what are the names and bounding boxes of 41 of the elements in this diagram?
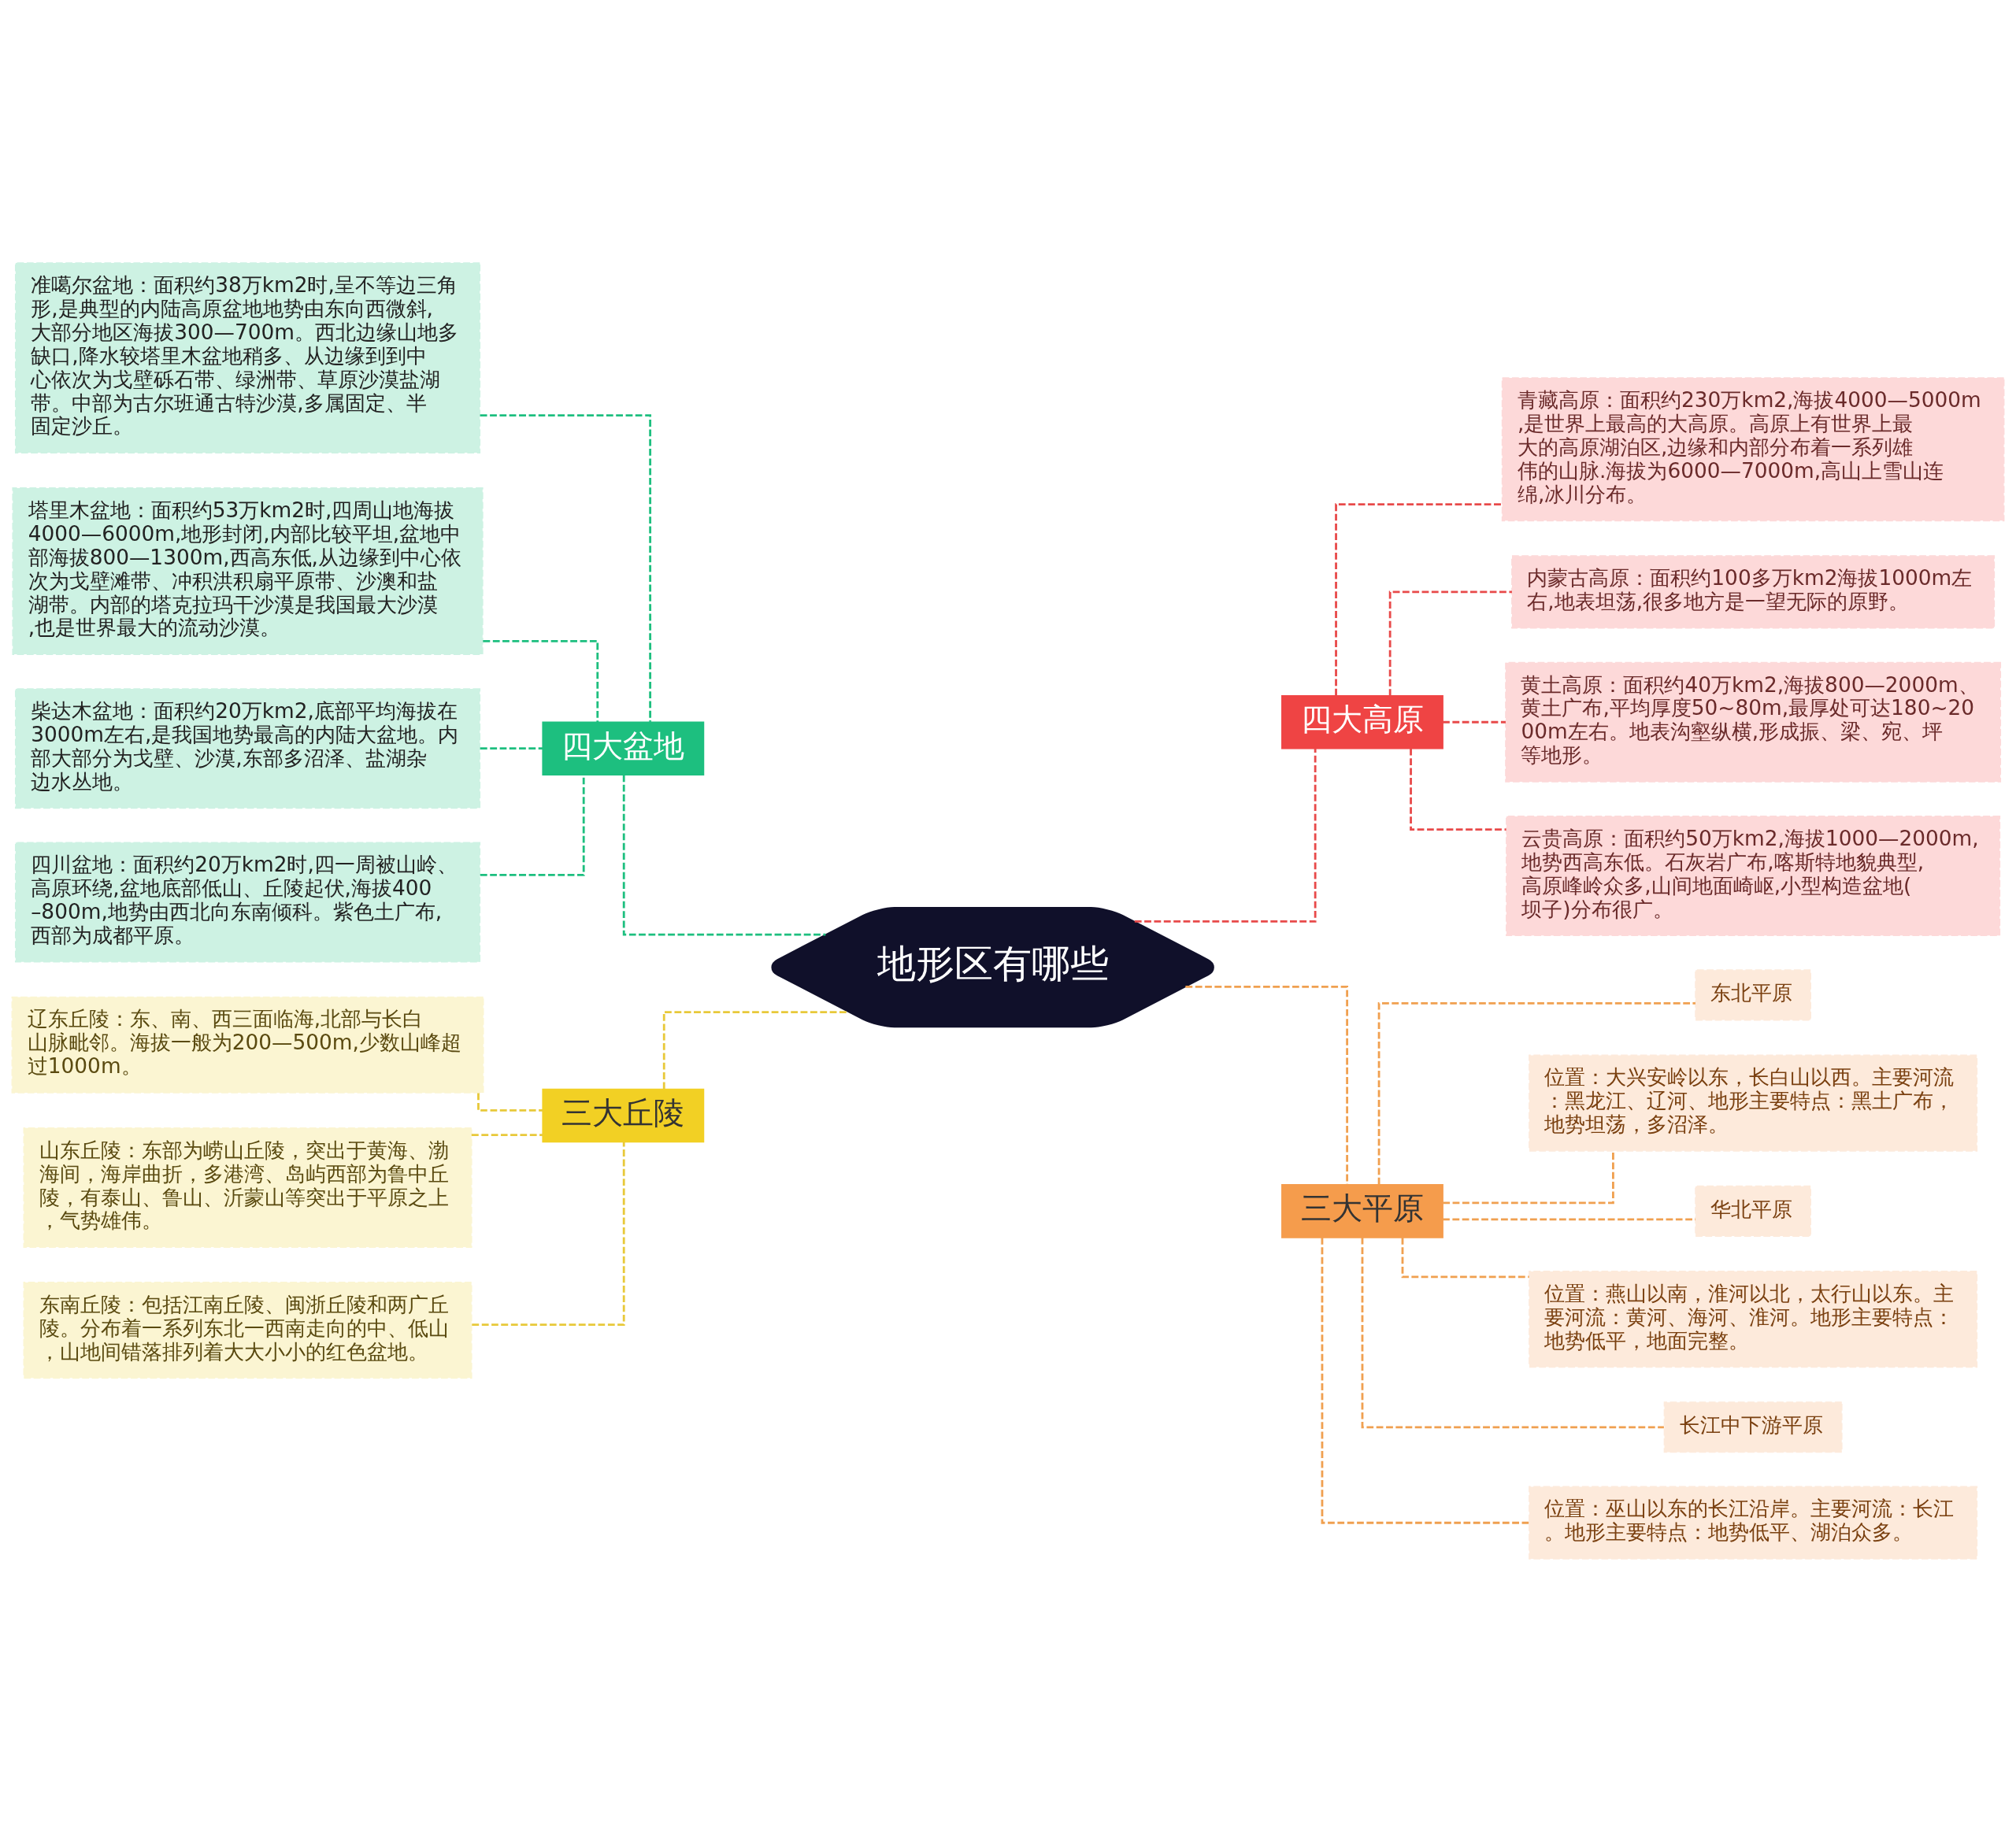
connector — [1377, 1001, 1695, 1184]
node-box: 位置：燕山以南，淮河以北，太行山以东。主要河流：黄河、海河、淮河。地形主要特点：地势低平，地面完整。 — [1529, 1270, 1978, 1368]
node-box: 位置：大兴安岭以东，长白山以西。主要河流：黑龙江、辽河、地形主要特点：黑土广布，地势坦荡，多沼泽。 — [1529, 1054, 1978, 1152]
connector — [480, 413, 652, 722]
node-box: 四川盆地：面积约20万km2时,四一周被山岭、高原环绕,盆地底部低山、丘陵起伏,海拔400–800m,地势由西北向东南倾科。紫色土广布,西部为成都平原。 — [14, 841, 481, 963]
node-box: 内蒙古高原：面积约100多万km2海拔1000m左右,地表坦荡,很多地方是一望无际的原野。 — [1511, 554, 1996, 628]
connector — [622, 775, 826, 935]
node-ellipse: 地形区有哪些 — [771, 906, 1214, 1027]
node-box: 四大高原 — [1281, 694, 1443, 749]
node-box: 东北平原 — [1695, 968, 1811, 1020]
connector — [480, 746, 543, 749]
connector — [1335, 502, 1503, 695]
connector — [1410, 748, 1506, 831]
connector — [1443, 1218, 1695, 1220]
node-box: 柴达木盆地：面积约20万km2,底部平均海拔在3000m左右,是我国地势最高的内陆大盆地。内部大部分为戈壁、沙漠,东部多沼泽、盐湖杂边水丛地。 — [14, 687, 481, 809]
node-box: 青藏高原：面积约230万km2,海拔4000—5000m,是世界上最高的大高原。高原上有世界上最大的高原湖泊区,边缘和内部分布着一系列雄伟的山脉.海拔为6000—7000m,高山上雪山连绵,冰川分布。 — [1501, 376, 2005, 521]
connector — [1401, 1237, 1529, 1278]
node-box: 华北平原 — [1695, 1185, 1811, 1237]
node-box: 塔里木盆地：面积约53万km2时,四周山地海拔4000—6000m,地形封闭,内部比较平坦,盆地中部海拔800—1300m,西高东低,从边缘到中心依次为戈壁滩带、冲积洪积扇平原带、沙澳和盐湖带。内部的塔克拉玛干沙漠是我国最大沙漠,也是世界最大的流动沙漠。 — [12, 487, 484, 655]
node-box: 辽东丘陵：东、南、西三面临海,北部与长白山脉毗邻。海拔一般为200—500m,少数山峰超过1000m。 — [11, 996, 484, 1094]
connector — [1185, 985, 1348, 1185]
node-box: 位置：巫山以东的长江沿岸。主要河流：长江。地形主要特点：地势低平、湖泊众多。 — [1529, 1486, 1978, 1560]
node-box: 山东丘陵：东部为崂山丘陵，突出于黄海、渤海间，海岸曲折，多港湾、岛屿西部为鲁中丘陵，有泰山、鲁山、沂蒙山等突出于平原之上，气势雄伟。 — [23, 1127, 472, 1248]
node-box: 东南丘陵：包括江南丘陵、闽浙丘陵和两广丘陵。分布着一系列东北一西南走向的中、低山，山地间错落排列着大大小小的红色盆地。 — [23, 1281, 472, 1379]
node-box: 三大平原 — [1281, 1183, 1443, 1238]
connector — [1443, 1150, 1614, 1204]
connector — [472, 1142, 625, 1326]
connector — [1443, 720, 1506, 724]
node-box: 长江中下游平原 — [1663, 1401, 1843, 1453]
node-box: 云贵高原：面积约50万km2,海拔1000—2000m,地势西高东低。石灰岩广布,喀斯特地貌典型,高原峰岭众多,山间地面崎岖,小型构造盆地(坝子)分布很广。 — [1506, 815, 2001, 936]
node-box: 三大丘陵 — [542, 1088, 705, 1142]
connector — [1134, 748, 1317, 923]
connector — [1361, 1237, 1664, 1428]
node-box: 黄土高原：面积约40万km2,海拔800—2000m、黄土广布,平均厚度50~80m,最厚处可达180~2000m左右。地表沟壑纵横,形成振、梁、宛、坪等地形。 — [1505, 661, 2002, 783]
connector — [1388, 590, 1512, 696]
node-box: 准噶尔盆地：面积约38万km2时,呈不等边三角形,是典型的内陆高原盆地地势由东向西微斜,大部分地区海拔300—700m。西北边缘山地多缺口,降水较塔里木盆地稍多、从边缘到到中心依次为戈壁砾石带、绿洲带、草原沙漠盐湖带。中部为古尔班通古特沙漠,多属固定、半固定沙丘。 — [14, 261, 481, 453]
connector — [1321, 1237, 1529, 1524]
connector — [471, 1133, 543, 1136]
node-box: 四大盆地 — [542, 720, 705, 775]
connector — [477, 1093, 543, 1112]
connector — [483, 639, 599, 722]
